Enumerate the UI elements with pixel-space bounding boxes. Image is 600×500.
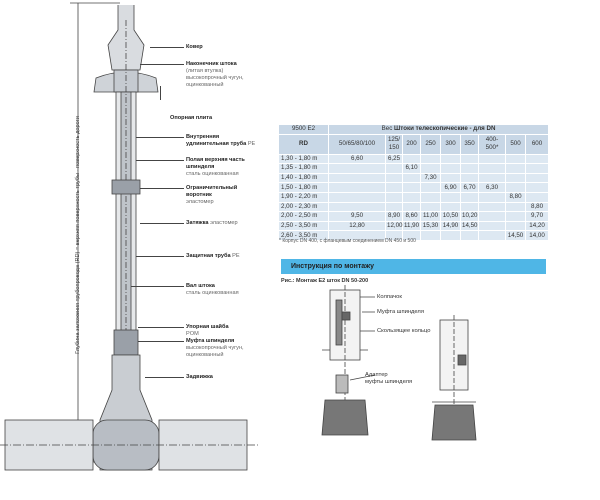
label-cap: Колпачок <box>377 294 402 300</box>
instructions-banner: Инструкция по монтажу <box>281 259 546 274</box>
label-support-plate: Опорная плита <box>170 115 213 121</box>
label-coupling: Муфта шпинделя <box>377 309 424 315</box>
label-sliding-ring: Скользящее кольцо <box>377 328 431 334</box>
column-header: 400- 500* <box>478 133 506 155</box>
label-protective-pipe: Защитная труба PE <box>186 253 240 259</box>
label-stem-tip: Наконечник штока(литая втулка)высокопроч… <box>186 61 244 88</box>
label-tie: Затяжка эластомер <box>186 220 238 226</box>
weight-cell: 14,00 <box>524 230 550 241</box>
label-kover: Ковер <box>186 44 203 50</box>
column-header: 350 <box>460 133 479 155</box>
column-header: 50/65/80/100 <box>328 133 386 155</box>
weights-table: 9500 E2 Вес Штоки телескопические - для … <box>278 124 550 241</box>
table-footnote: * Корпус DN 400, с фланцевым соединением… <box>279 238 416 244</box>
column-header: 250 <box>420 133 441 155</box>
label-gate-valve: Задвижка <box>186 374 213 380</box>
column-header: RD <box>278 133 329 155</box>
column-header: 600 <box>524 133 550 155</box>
figure-caption: Рис.: Монтаж E2 шток DN 50-200 <box>281 278 369 284</box>
column-header: 300 <box>440 133 461 155</box>
